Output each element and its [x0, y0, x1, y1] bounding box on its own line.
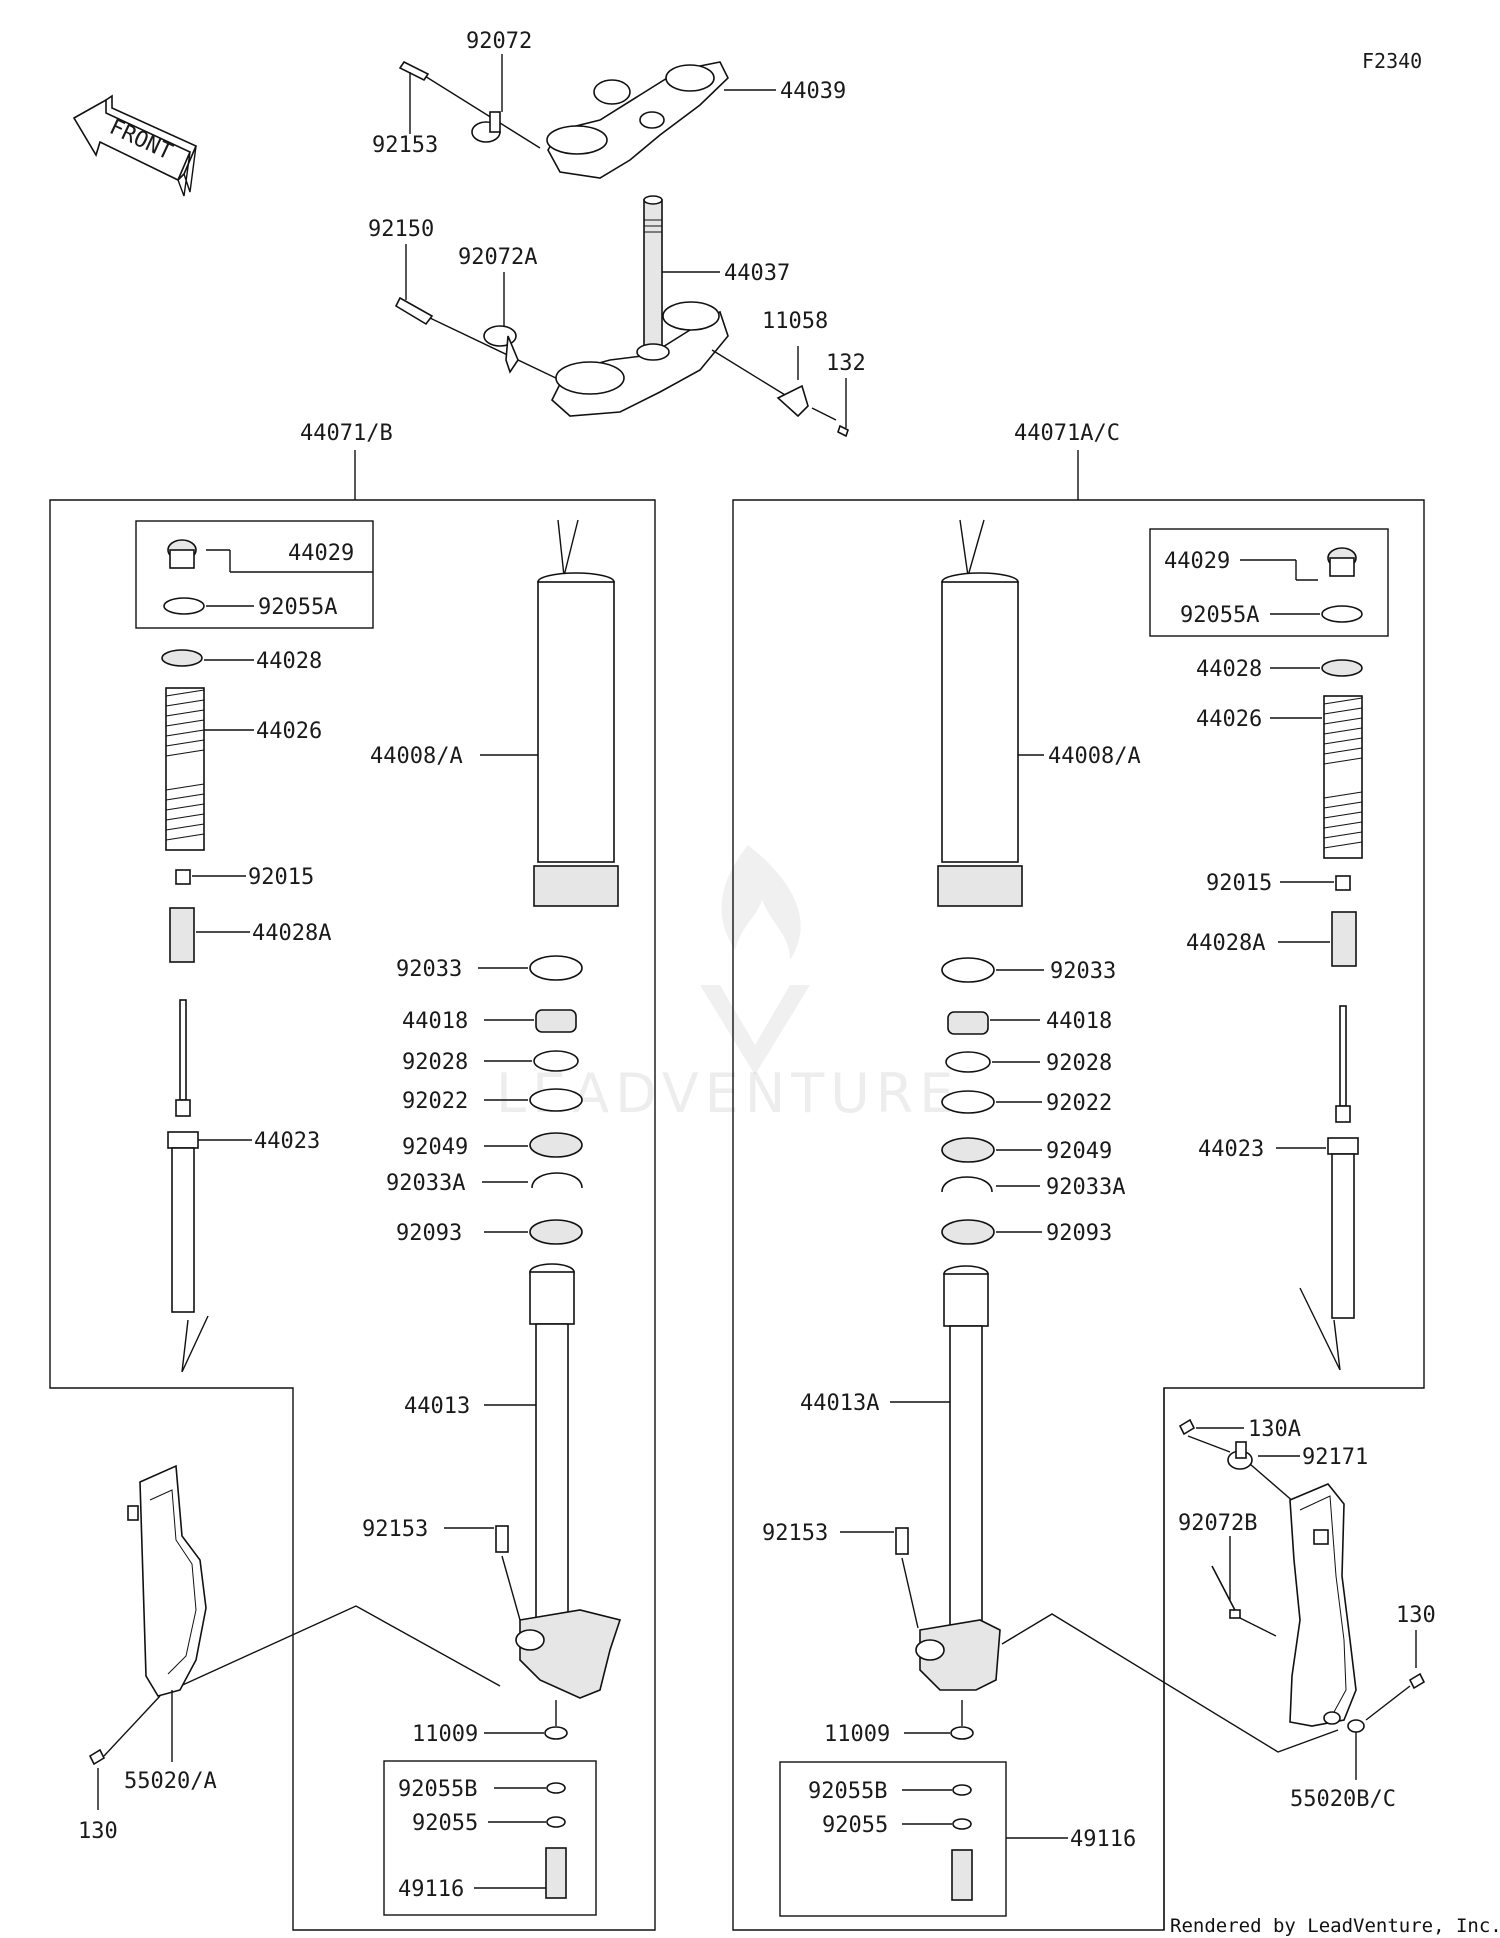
lower-triple-clamp-group	[394, 195, 849, 438]
label-92072a: 92072A	[458, 245, 537, 270]
right-spring-icon	[1323, 695, 1363, 859]
label-92153-top: 92153	[372, 133, 438, 158]
right-label-44029: 44029	[1164, 549, 1230, 574]
left-fork-assembly: 44071/B	[49, 421, 656, 1931]
left-label-11009: 11009	[412, 1722, 478, 1747]
left-label-92055: 92055	[412, 1811, 478, 1836]
right-label-92055: 92055	[822, 1813, 888, 1838]
left-label-44013: 44013	[404, 1394, 470, 1419]
left-label-130: 130	[78, 1819, 118, 1844]
right-label-44018: 44018	[1046, 1009, 1112, 1034]
left-assembly-frame	[49, 499, 656, 1931]
right-cap-box	[1149, 528, 1389, 637]
label-132: 132	[826, 351, 866, 376]
left-label-44026: 44026	[256, 719, 322, 744]
left-spring-icon	[165, 687, 205, 851]
left-label-92153: 92153	[362, 1517, 428, 1542]
right-valve-box	[779, 1761, 1007, 1917]
right-label-49116: 49116	[1070, 1827, 1136, 1852]
left-label-92055a: 92055A	[258, 595, 337, 620]
left-label-49116: 49116	[398, 1877, 464, 1902]
label-92150: 92150	[368, 217, 434, 242]
right-label-92033a: 92033A	[1046, 1175, 1125, 1200]
right-label-44026: 44026	[1196, 707, 1262, 732]
right-label-44008a: 44008/A	[1048, 744, 1141, 769]
right-label-92022: 92022	[1046, 1091, 1112, 1116]
label-44037: 44037	[724, 261, 790, 286]
top-labels: 92072 92153 44039 92150 92072A 44037 110…	[368, 29, 866, 376]
left-label-92055b: 92055B	[398, 1777, 477, 1802]
right-label-11009: 11009	[824, 1722, 890, 1747]
render-credit: Rendered by LeadVenture, Inc.	[1170, 1915, 1500, 1937]
right-label-92072b: 92072B	[1178, 1511, 1257, 1536]
front-arrow-icon: FRONT	[72, 94, 198, 197]
figure-code: F2340	[1362, 49, 1422, 73]
left-label-92033: 92033	[396, 957, 462, 982]
left-cap-box	[135, 520, 374, 629]
label-44039: 44039	[780, 79, 846, 104]
right-label-92055a: 92055A	[1180, 603, 1259, 628]
left-label-92049: 92049	[402, 1135, 468, 1160]
right-label-92055b: 92055B	[808, 1779, 887, 1804]
left-label-44018: 44018	[402, 1009, 468, 1034]
right-assembly-title: 44071A/C	[1014, 421, 1120, 446]
right-label-130: 130	[1396, 1603, 1436, 1628]
left-assembly-title: 44071/B	[300, 421, 393, 446]
left-label-92033a: 92033A	[386, 1171, 465, 1196]
right-label-55020bc: 55020B/C	[1290, 1787, 1396, 1812]
left-label-92093: 92093	[396, 1221, 462, 1246]
left-label-92022: 92022	[402, 1089, 468, 1114]
watermark-flame-icon	[721, 845, 801, 960]
right-label-92028: 92028	[1046, 1051, 1112, 1076]
watermark-chevron-icon	[700, 985, 810, 1075]
left-label-44023: 44023	[254, 1129, 320, 1154]
left-valve-box	[383, 1760, 597, 1916]
left-label-44028: 44028	[256, 649, 322, 674]
left-label-44008a: 44008/A	[370, 744, 463, 769]
right-label-44028a: 44028A	[1186, 931, 1265, 956]
right-label-44013a: 44013A	[800, 1391, 879, 1416]
left-label-92015: 92015	[248, 865, 314, 890]
right-label-92033: 92033	[1050, 959, 1116, 984]
left-label-92028: 92028	[402, 1050, 468, 1075]
upper-triple-clamp-group	[398, 60, 776, 179]
right-label-44023: 44023	[1198, 1137, 1264, 1162]
right-label-92153: 92153	[762, 1521, 828, 1546]
label-11058: 11058	[762, 309, 828, 334]
right-label-92049: 92049	[1046, 1139, 1112, 1164]
left-label-55020a: 55020/A	[124, 1769, 217, 1794]
right-label-92171: 92171	[1302, 1445, 1368, 1470]
right-fork-assembly: 44071A/C	[732, 421, 1436, 1931]
right-label-130a: 130A	[1248, 1417, 1301, 1442]
right-label-92015: 92015	[1206, 871, 1272, 896]
right-label-92093: 92093	[1046, 1221, 1112, 1246]
right-label-44028: 44028	[1196, 657, 1262, 682]
label-92072: 92072	[466, 29, 532, 54]
left-label-44029: 44029	[288, 541, 354, 566]
left-label-44028a: 44028A	[252, 921, 331, 946]
